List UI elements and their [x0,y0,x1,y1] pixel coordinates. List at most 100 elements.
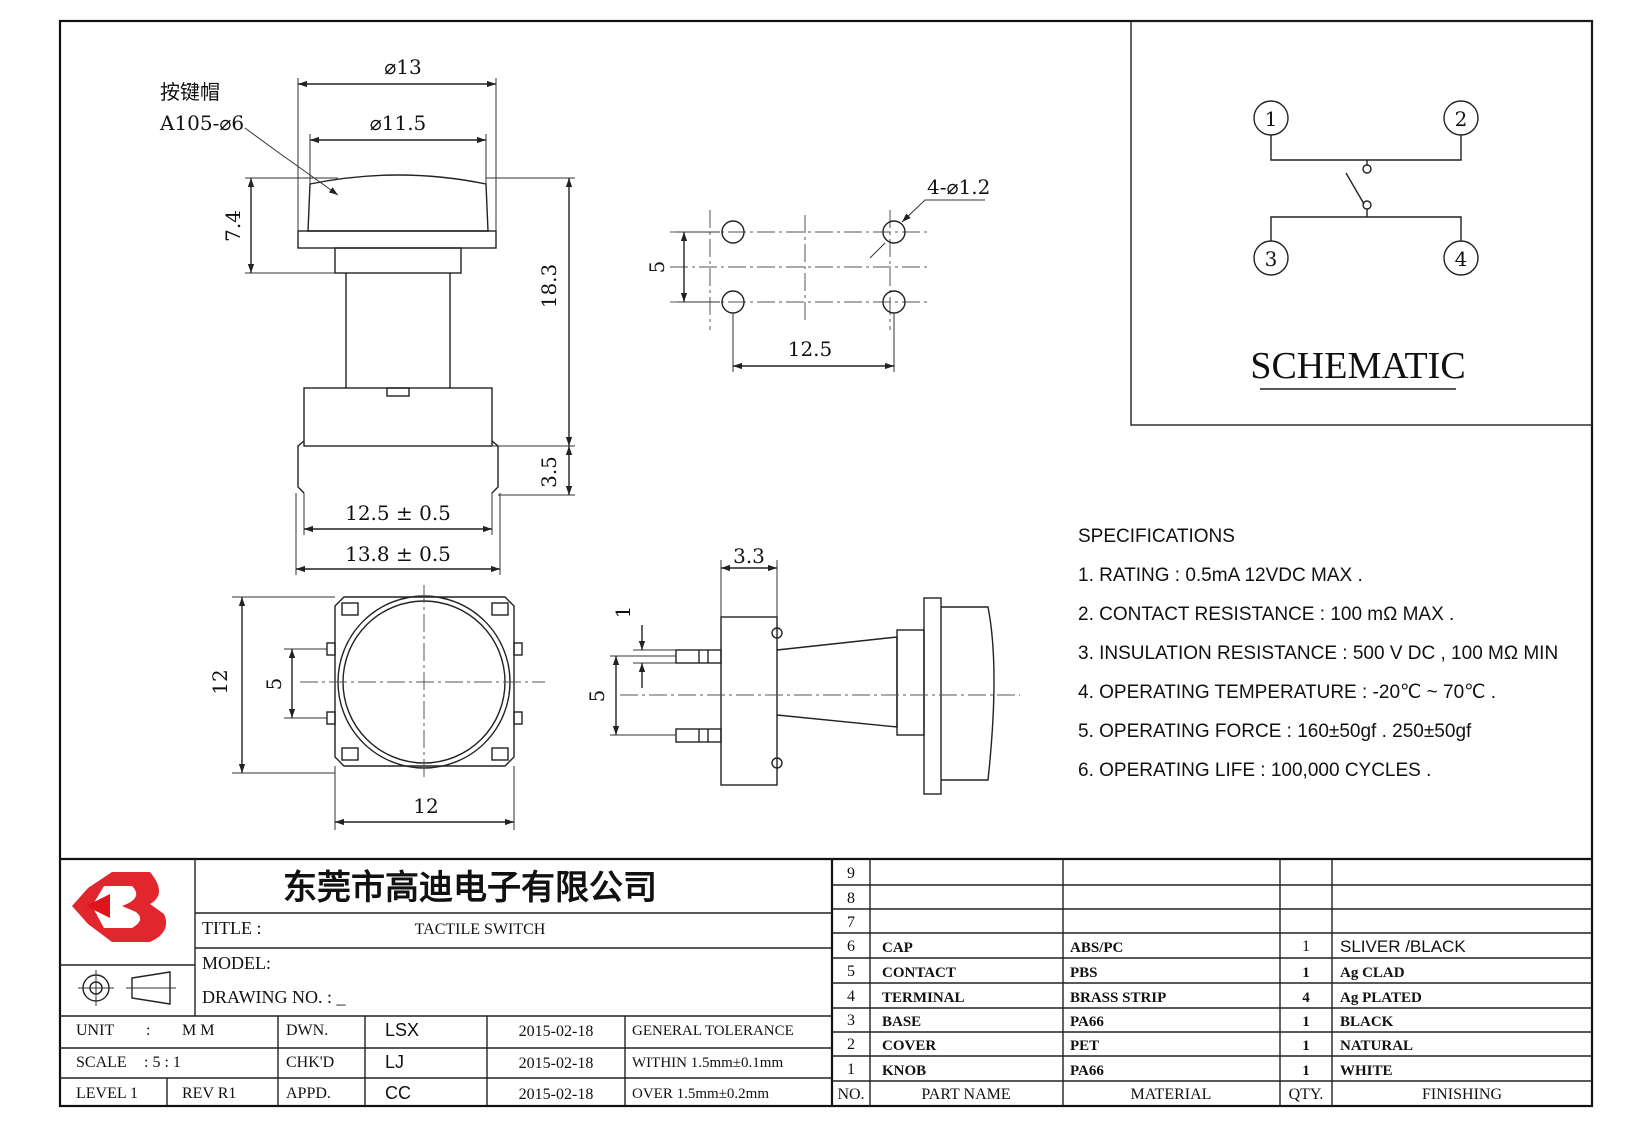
bom-row-finishing: SLIVER /BLACK [1340,937,1466,956]
bom-header-material: MATERIAL [1131,1086,1212,1103]
bom-row-qty: 1 [1302,1063,1310,1079]
dim-bottom-5: 5 [262,678,286,691]
scale-label: SCALE [76,1054,127,1071]
schematic-pin-3: 3 [1265,247,1278,271]
dim-side-5: 5 [585,690,609,703]
unit-colon: : [146,1022,150,1039]
drawn-date: 2015-02-18 [519,1023,594,1040]
bom-row-part: CAP [882,940,913,956]
spec-item: 2. CONTACT RESISTANCE : 100 mΩ MAX . [1078,604,1454,625]
general-tolerance-label: GENERAL TOLERANCE [632,1023,794,1039]
hole-note: 4-⌀1.2 [927,175,990,199]
dim-18-3: 18.3 [537,264,561,309]
drawing-title: TACTILE SWITCH [415,921,546,938]
spec-heading: SPECIFICATIONS [1078,526,1235,547]
dim-hole-5: 5 [645,261,669,274]
drawing-no-label: DRAWING NO. : _ [202,987,347,1007]
unit-value: M M [182,1022,214,1039]
bom-row-no: 4 [847,988,855,1005]
title-block-grid [60,857,1592,1106]
bom-row-qty: 1 [1302,1014,1310,1030]
bom-row-part: TERMINAL [882,990,965,1006]
third-angle-projection-icon [78,970,176,1006]
level-label: LEVEL 1 [76,1085,138,1102]
bom-row-finishing: Ag CLAD [1340,965,1405,981]
bom-row-finishing: WHITE [1340,1063,1393,1079]
bottom-view [232,585,545,830]
front-view [244,78,575,575]
hole-pattern-view [670,199,985,372]
spec-item: 6. OPERATING LIFE : 100,000 CYCLES . [1078,760,1431,781]
bom-row-finishing: Ag PLATED [1340,990,1422,1006]
tolerance-over: OVER 1.5mm±0.2mm [632,1086,769,1102]
bom-row-part: COVER [882,1038,936,1054]
bom-row-no: 5 [847,963,855,980]
bom-row-qty: 1 [1302,938,1310,955]
bom-row-qty: 4 [1302,990,1310,1006]
bom-row-no: 2 [847,1036,855,1053]
unit-label: UNIT [76,1022,114,1039]
bom-header-part: PART NAME [921,1086,1010,1103]
approved-by-value: CC [385,1083,411,1103]
bom-row-material: PA66 [1070,1063,1104,1079]
company-name: 东莞市高迪电子有限公司 [283,868,657,908]
model-label: MODEL: [202,953,271,973]
dim-side-1: 1 [611,606,635,619]
drawing-border [58,19,1594,1108]
checked-date: 2015-02-18 [519,1055,594,1072]
bom-row-material: ABS/PC [1070,940,1123,956]
bom-row-no: 7 [847,914,855,931]
bom-row-qty: 1 [1302,965,1310,981]
bom-row-material: PET [1070,1038,1099,1054]
approved-by-label: APPD. [286,1085,331,1102]
bom-header-no: NO. [837,1086,864,1103]
spec-item: 5. OPERATING FORCE : 160±50gf . 250±50gf [1078,721,1472,742]
dim-diameter-13: ⌀13 [384,55,422,79]
bom-row-no: 6 [847,938,855,955]
spec-item: 1. RATING : 0.5mA 12VDC MAX . [1078,565,1363,586]
dim-side-3-3: 3.3 [733,544,765,568]
dim-7-4: 7.4 [221,210,245,242]
bom-row-no: 1 [847,1061,855,1078]
schematic-pin-1: 1 [1265,107,1278,131]
bom-row-part: CONTACT [882,965,956,981]
schematic-title: SCHEMATIC [1250,345,1465,387]
bom-header-qty: QTY. [1289,1086,1324,1103]
bom-row-material: BRASS STRIP [1070,990,1166,1006]
bom-row-part: KNOB [882,1063,926,1079]
dim-3-5: 3.5 [537,456,561,488]
drawn-by-label: DWN. [286,1022,328,1039]
spec-item: 4. OPERATING TEMPERATURE : -20℃ ~ 70℃ . [1078,682,1496,703]
bom-row-finishing: NATURAL [1340,1038,1413,1054]
dim-13-8-tolerance: 13.8 ± 0.5 [345,542,451,566]
side-view [610,560,1020,795]
bom-row-part: BASE [882,1014,921,1030]
schematic-pin-4: 4 [1455,247,1468,271]
approved-date: 2015-02-18 [519,1086,594,1103]
cap-part-number: A105-⌀6 [159,111,244,135]
bom-row-no: 9 [847,865,855,882]
dim-bottom-12-horizontal: 12 [413,794,438,818]
bom-row-no: 8 [847,890,855,907]
dim-12-5-tolerance: 12.5 ± 0.5 [345,501,451,525]
checked-by-value: LJ [385,1052,404,1072]
dim-diameter-11-5: ⌀11.5 [370,111,427,135]
scale-value: : 5 : 1 [144,1054,181,1071]
bom-row-qty: 1 [1302,1038,1310,1054]
spec-item: 3. INSULATION RESISTANCE : 500 V DC , 10… [1078,643,1558,664]
drawn-by-value: LSX [385,1020,419,1040]
cap-label: 按键帽 [160,80,220,104]
revision-label: REV R1 [182,1085,236,1102]
company-logo-icon [72,872,167,942]
bom-row-finishing: BLACK [1340,1014,1394,1030]
tolerance-within: WITHIN 1.5mm±0.1mm [632,1055,783,1071]
schematic-panel [1130,20,1593,426]
bom-header-finishing: FINISHING [1422,1086,1502,1103]
schematic-pin-2: 2 [1455,107,1468,131]
dim-hole-12-5: 12.5 [788,337,833,361]
bom-row-material: PA66 [1070,1014,1104,1030]
title-label: TITLE : [202,918,261,938]
bom-row-material: PBS [1070,965,1098,981]
dim-bottom-12-vertical: 12 [208,669,232,694]
